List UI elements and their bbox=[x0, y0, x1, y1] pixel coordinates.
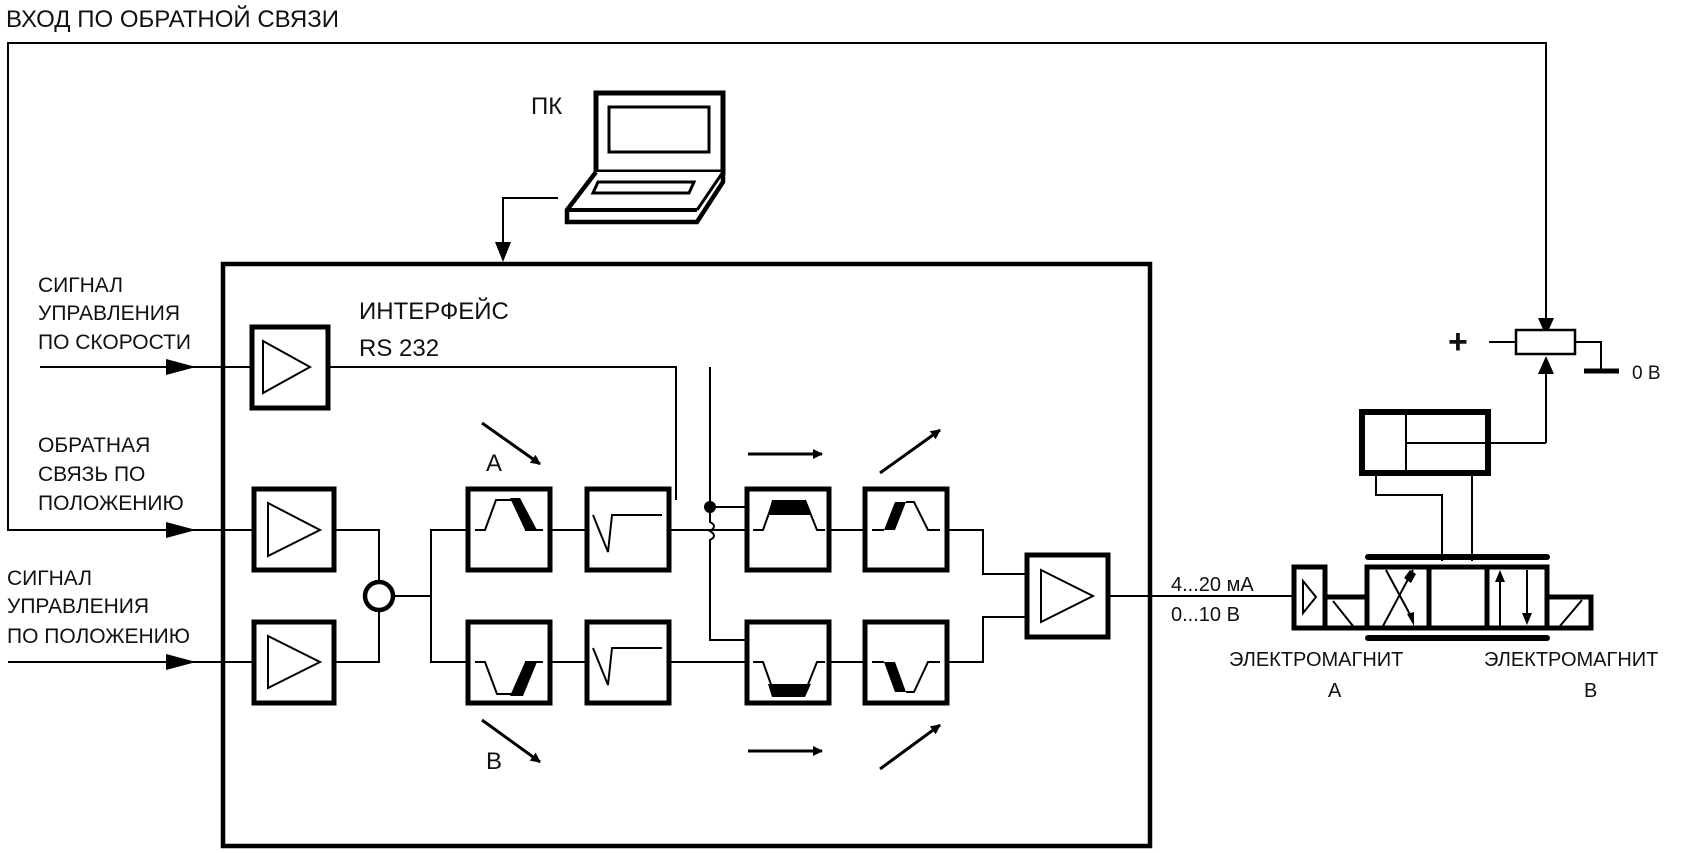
characteristic-block-a bbox=[584, 486, 672, 573]
feedback-input-arrow bbox=[166, 522, 255, 538]
solenoid-b-label: ЭЛЕКТРОМАГНИТ bbox=[1484, 649, 1658, 671]
svg-text:ОБРАТНАЯ: ОБРАТНАЯ bbox=[38, 434, 150, 457]
output-signal-current: 4...20 мА bbox=[1171, 574, 1254, 596]
svg-text:УПРАВЛЕНИЯ: УПРАВЛЕНИЯ bbox=[7, 595, 149, 618]
pc-link-arrow bbox=[495, 242, 511, 262]
input-label-position: СИГНАЛ УПРАВЛЕНИЯ ПО ПОЛОЖЕНИЮ bbox=[7, 567, 190, 648]
splitter-line bbox=[430, 529, 467, 663]
summing-junction bbox=[362, 579, 396, 613]
speed-limit-block-b bbox=[744, 619, 832, 706]
speed-line-hop-to-b bbox=[708, 507, 747, 641]
feedback-to-sum-line bbox=[334, 529, 380, 582]
gain-arrow-a bbox=[879, 428, 941, 475]
solenoid-b bbox=[1544, 594, 1594, 631]
potentiometer-plus: + bbox=[1448, 323, 1468, 361]
gain-block-a bbox=[862, 486, 950, 573]
feedback-loop-line bbox=[7, 42, 1554, 531]
input-label-speed: СИГНАЛ УПРАВЛЕНИЯ ПО СКОРОСТИ bbox=[38, 274, 191, 354]
svg-text:ПОЛОЖЕНИЮ: ПОЛОЖЕНИЮ bbox=[38, 492, 184, 515]
output-signal-voltage: 0...10 В bbox=[1171, 604, 1240, 626]
position-to-sum-line bbox=[334, 610, 380, 663]
speed-input-amplifier bbox=[249, 324, 331, 411]
ramp-block-a bbox=[465, 486, 553, 573]
pc-label: ПК bbox=[531, 93, 562, 120]
svg-text:ПО ПОЛОЖЕНИЮ: ПО ПОЛОЖЕНИЮ bbox=[7, 625, 190, 648]
speed-input-line bbox=[40, 359, 252, 375]
svg-text:ПО СКОРОСТИ: ПО СКОРОСТИ bbox=[38, 331, 191, 354]
solenoid-a-letter: A bbox=[1328, 680, 1342, 702]
position-input-amplifier bbox=[251, 619, 337, 706]
speed-signal-line bbox=[328, 366, 677, 500]
ramp-down-arrow-a bbox=[481, 421, 541, 466]
pc-link-line bbox=[502, 197, 558, 250]
valve-amplifier bbox=[1291, 564, 1328, 631]
ramp-down-arrow-b bbox=[481, 718, 541, 764]
pot-wiper-arrow-top bbox=[1538, 318, 1554, 336]
svg-text:УПРАВЛЕНИЯ: УПРАВЛЕНИЯ bbox=[38, 302, 180, 325]
interface-label-line1: ИНТЕРФЕЙС bbox=[359, 297, 509, 325]
combine-line-a bbox=[947, 529, 1027, 575]
proportional-valve bbox=[1291, 554, 1594, 641]
feedback-input-title: ВХОД ПО ОБРАТНОЙ СВЯЗИ bbox=[6, 5, 339, 33]
output-amplifier bbox=[1024, 552, 1111, 640]
gain-arrow-b bbox=[879, 723, 941, 771]
feedback-amplifier bbox=[251, 486, 337, 573]
interface-label-line2: RS 232 bbox=[359, 335, 439, 362]
pot-wiper-arrow-bottom bbox=[1538, 356, 1554, 374]
gain-block-b bbox=[862, 619, 950, 706]
controller-enclosure bbox=[220, 261, 1153, 849]
svg-text:СИГНАЛ: СИГНАЛ bbox=[7, 567, 92, 590]
ramp-block-b bbox=[465, 619, 553, 706]
hydraulic-cylinder bbox=[1359, 409, 1546, 476]
svg-text:СИГНАЛ: СИГНАЛ bbox=[38, 274, 123, 297]
channel-b-label: B bbox=[486, 748, 502, 775]
valve-body bbox=[1364, 564, 1550, 631]
svg-text:СВЯЗЬ ПО: СВЯЗЬ ПО bbox=[38, 463, 145, 486]
combine-line-b bbox=[947, 616, 1027, 663]
speed-limit-block-a bbox=[744, 486, 832, 573]
position-input-line bbox=[8, 654, 255, 670]
characteristic-block-b bbox=[584, 619, 672, 706]
pc-laptop-icon: ПК bbox=[531, 90, 726, 225]
potentiometer bbox=[1489, 328, 1619, 374]
solenoid-a-label: ЭЛЕКТРОМАГНИТ bbox=[1229, 649, 1403, 671]
solenoid-a bbox=[1322, 594, 1370, 631]
input-label-feedback: ОБРАТНАЯ СВЯЗЬ ПО ПОЛОЖЕНИЮ bbox=[38, 434, 184, 515]
potentiometer-ground-label: 0 В bbox=[1632, 363, 1661, 384]
channel-a-label: A bbox=[486, 450, 502, 477]
solenoid-b-letter: B bbox=[1584, 680, 1597, 702]
cylinder-port-a-line bbox=[1375, 473, 1443, 561]
